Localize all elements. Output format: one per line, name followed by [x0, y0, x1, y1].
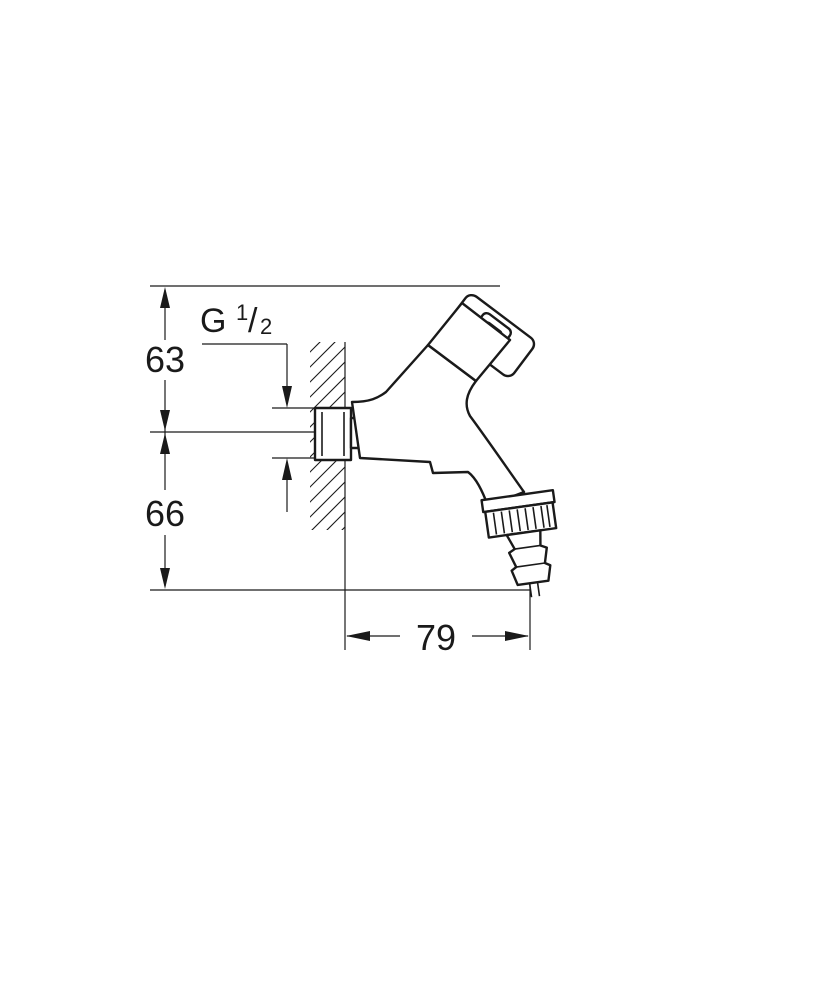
faucet-body — [350, 343, 526, 508]
thread-callout: G 1 / 2 — [200, 300, 318, 512]
thread-prefix: G — [200, 302, 226, 340]
dim-label-66: 66 — [145, 493, 185, 534]
thread-numerator: 1 — [236, 300, 248, 325]
dim-label-63: 63 — [145, 339, 185, 380]
connector-nut — [313, 406, 353, 462]
hose-nozzle — [505, 529, 552, 587]
thread-arrow-up — [282, 458, 292, 480]
vertical-dimension: 63 66 — [145, 287, 185, 589]
handle-stem — [426, 301, 512, 383]
arrow-left — [346, 631, 370, 641]
arrow-right — [505, 631, 529, 641]
thread-separator: / — [248, 302, 258, 340]
arrow-center-up — [160, 410, 170, 431]
hose-coupling — [480, 488, 558, 598]
thread-denominator: 2 — [260, 314, 272, 339]
arrow-top — [160, 287, 170, 308]
horizontal-dimension: 79 — [346, 617, 529, 658]
arrow-center-down — [160, 433, 170, 454]
thread-arrow-down — [282, 386, 292, 408]
arrow-bottom — [160, 568, 170, 589]
dim-label-79: 79 — [416, 617, 456, 658]
faucet — [313, 293, 558, 598]
